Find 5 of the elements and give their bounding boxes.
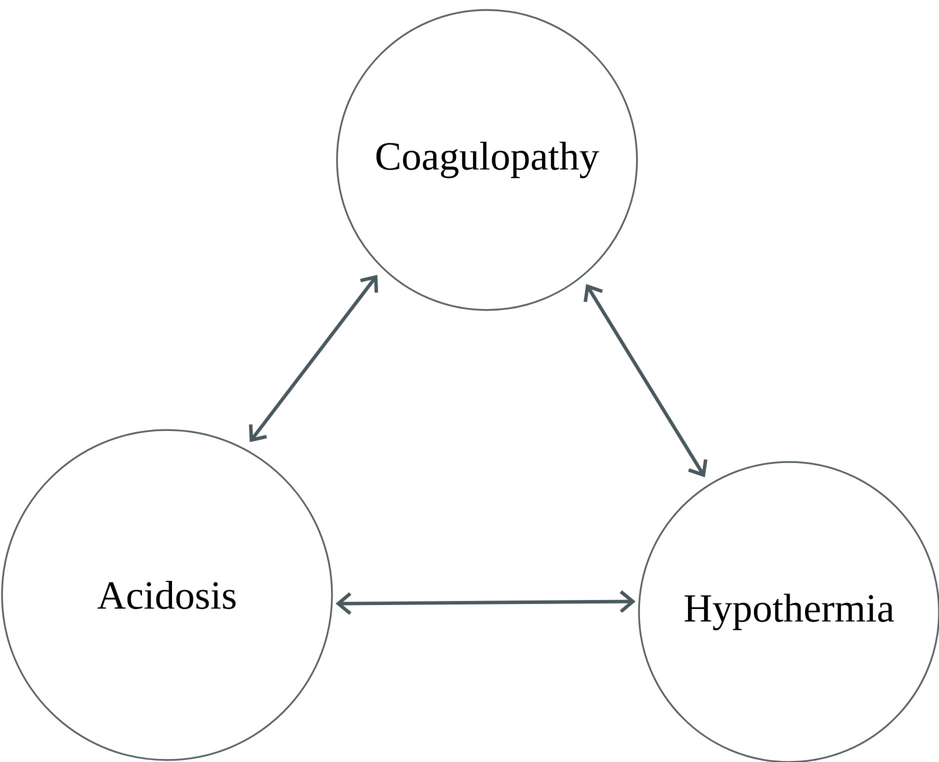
arrow	[584, 284, 708, 478]
circle-node: Coagulopathy	[336, 9, 638, 311]
arrow	[336, 590, 636, 615]
arrow	[248, 274, 378, 442]
circle-node: Acidosis	[1, 429, 333, 761]
